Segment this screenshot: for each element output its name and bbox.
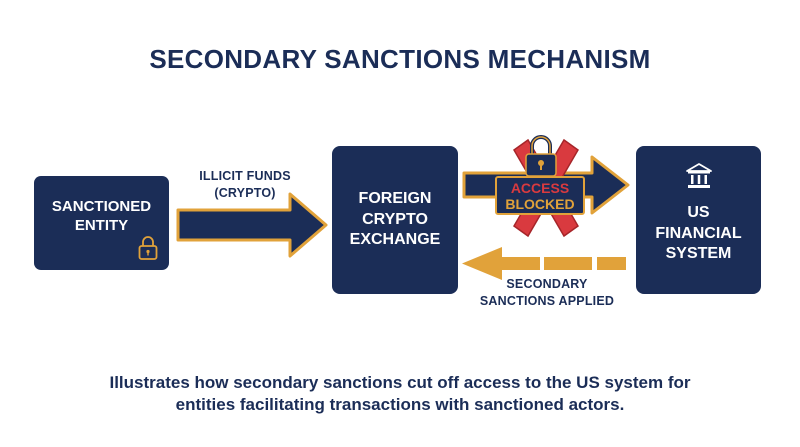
foreign-exchange-box: FOREIGN CRYPTO EXCHANGE: [332, 146, 458, 294]
lock-icon: [138, 236, 158, 260]
us-financial-system-box: US FINANCIAL SYSTEM: [636, 146, 761, 294]
secondary-sanctions-arrow: [462, 247, 626, 280]
diagram-caption: Illustrates how secondary sanctions cut …: [109, 373, 691, 415]
us-financial-system-label: US FINANCIAL SYSTEM: [655, 203, 742, 263]
illicit-funds-arrow: [176, 192, 328, 258]
access-blocked-line1: ACCESS: [510, 180, 570, 196]
bank-icon: [685, 163, 712, 188]
access-blocked-badge: ACCESS BLOCKED: [495, 176, 585, 215]
foreign-exchange-label: FOREIGN CRYPTO EXCHANGE: [349, 189, 441, 249]
page-title: SECONDARY SANCTIONS MECHANISM: [149, 44, 651, 74]
padlock-icon: [525, 135, 557, 177]
illicit-funds-label: ILLICIT FUNDS (CRYPTO): [199, 169, 291, 200]
secondary-sanctions-label: SECONDARY SANCTIONS APPLIED: [479, 277, 615, 308]
sanctioned-entity-label: SANCTIONED ENTITY: [51, 197, 152, 235]
access-blocked-line2: BLOCKED: [505, 196, 575, 213]
sanctioned-entity-box: SANCTIONED ENTITY: [34, 176, 169, 270]
